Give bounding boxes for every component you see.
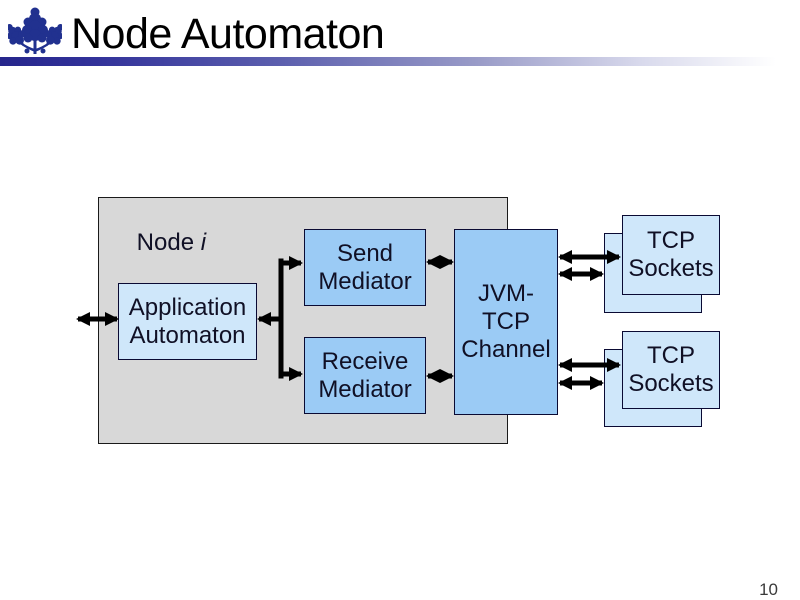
receive-mediator-label: Receive Mediator [318,347,412,403]
tcp-sockets-bottom-label: TCP Sockets [628,342,714,397]
title-divider-bar [0,57,800,66]
receive-mediator-box: Receive Mediator [304,337,426,414]
application-automaton-label: Application Automaton [128,293,247,349]
jvm-tcp-channel-box: JVM- TCP Channel [454,229,558,415]
page-title: Node Automaton [71,10,385,58]
tcp-sockets-top-box: TCP Sockets [622,215,720,295]
node-label-index: i [200,229,207,256]
send-mediator-box: Send Mediator [304,229,426,306]
page-number: 10 [759,580,778,599]
send-mediator-label: Send Mediator [318,239,412,295]
node-label-prefix: Node [136,229,201,256]
oak-leaf-logo [8,7,62,54]
application-automaton-box: Application Automaton [118,283,257,360]
tcp-sockets-top-label: TCP Sockets [628,227,714,282]
jvm-tcp-channel-label: JVM- TCP Channel [461,280,551,363]
node-container-label: Node i [110,201,206,285]
tcp-sockets-bottom-box: TCP Sockets [622,331,720,409]
